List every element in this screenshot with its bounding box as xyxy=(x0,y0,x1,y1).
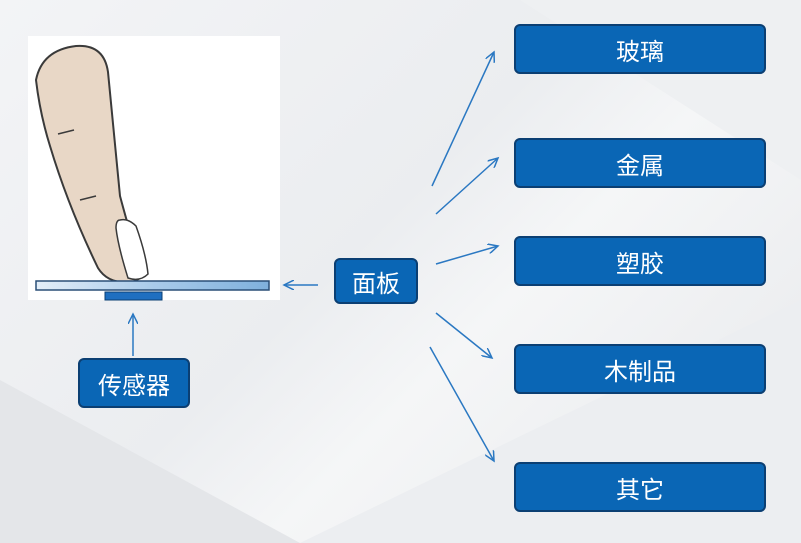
sensor-label: 传感器 xyxy=(98,371,170,400)
sensor-box: 传感器 xyxy=(78,358,190,408)
material-label: 木制品 xyxy=(604,357,676,386)
panel-label: 面板 xyxy=(352,269,400,298)
finger-illustration xyxy=(28,36,280,300)
arrow-to-glass xyxy=(431,52,494,187)
material-box-metal: 金属 xyxy=(514,138,766,188)
panel-box: 面板 xyxy=(334,258,418,304)
material-label: 塑胶 xyxy=(616,249,664,278)
arrow-to-metal xyxy=(435,158,498,215)
arrow-to-plastic xyxy=(435,246,498,265)
arrow-to-wood xyxy=(435,312,492,358)
material-box-wood: 木制品 xyxy=(514,344,766,394)
material-label: 玻璃 xyxy=(616,37,664,66)
material-label: 金属 xyxy=(616,151,664,180)
material-box-glass: 玻璃 xyxy=(514,24,766,74)
material-label: 其它 xyxy=(616,475,664,504)
material-box-plastic: 塑胶 xyxy=(514,236,766,286)
material-box-other: 其它 xyxy=(514,462,766,512)
arrow-to-other xyxy=(429,346,494,461)
